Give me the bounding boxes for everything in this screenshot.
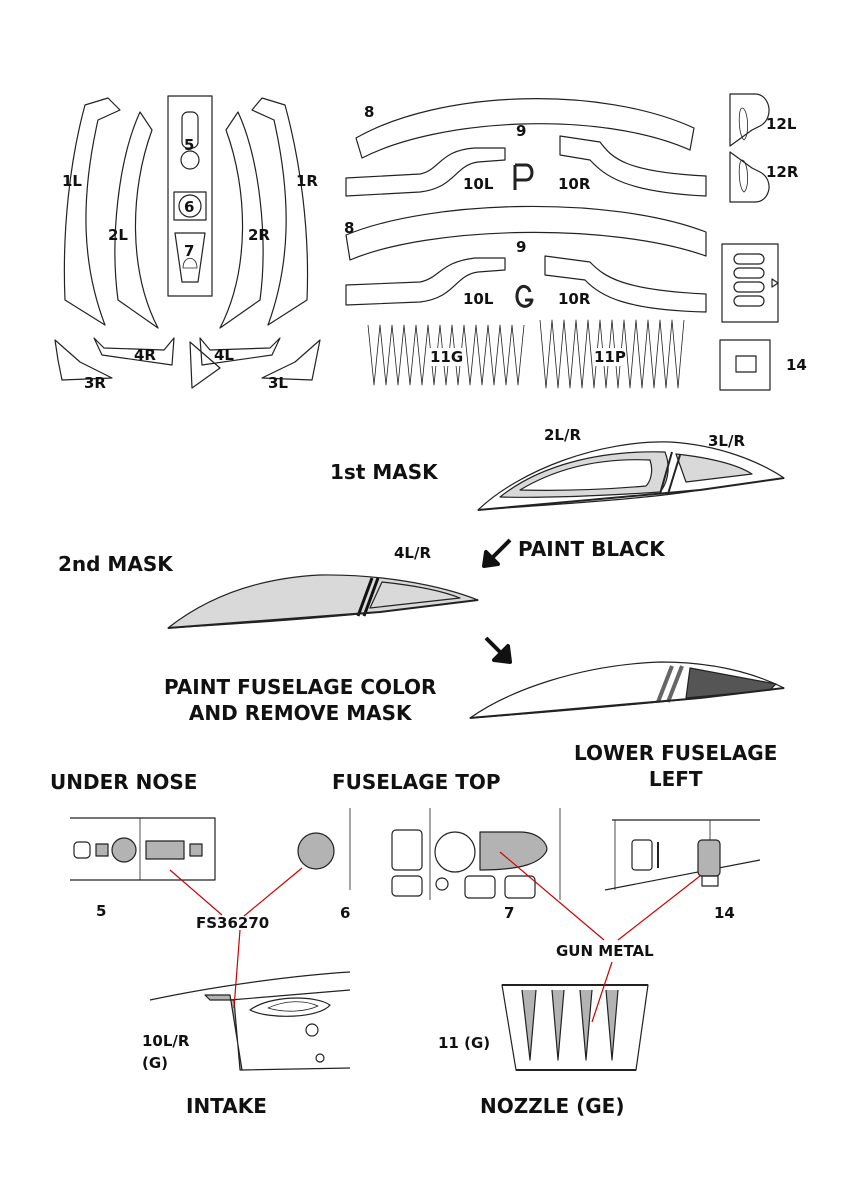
label-4R: 4R xyxy=(134,346,156,364)
label-9-upper: 9 xyxy=(516,122,527,140)
mask-part-10L-upper xyxy=(345,147,506,197)
mask-part-12L xyxy=(729,93,770,147)
mask-part-oval-panel xyxy=(721,243,779,323)
step-2nd-mask: 2nd MASK xyxy=(58,552,173,576)
canopy-1st-mask xyxy=(477,441,785,511)
arrow-paint-black xyxy=(482,538,512,568)
label-14: 14 xyxy=(786,356,807,374)
mask-part-center-strip xyxy=(167,95,213,297)
detail-num-5: 5 xyxy=(96,902,107,920)
canopy-final xyxy=(469,661,785,719)
callout-line-fs36270-a xyxy=(169,869,223,916)
title-intake: INTAKE xyxy=(186,1094,267,1118)
arrow-paint-fuselage xyxy=(484,636,512,664)
detail-num-10: 10L/R (G) xyxy=(142,1032,190,1072)
title-fuselage-top: FUSELAGE TOP xyxy=(332,770,501,794)
mask-part-1R xyxy=(251,97,309,326)
title-lower-fuselage-left: LOWER FUSELAGE LEFT xyxy=(574,741,778,791)
mask-part-2R xyxy=(219,111,264,329)
label-8-upper: 8 xyxy=(364,103,375,121)
intake-view xyxy=(149,971,351,1071)
mask-part-10R-lower xyxy=(544,255,707,313)
callout-line-gunmetal-b xyxy=(617,875,701,941)
mark-G xyxy=(515,284,534,308)
label-4LR: 4L/R xyxy=(394,544,432,562)
lower-fuselage-panel xyxy=(604,819,761,891)
mask-part-4L xyxy=(199,337,281,366)
label-6: 6 xyxy=(184,198,195,216)
callout-gun-metal: GUN METAL xyxy=(556,942,654,960)
under-nose-panel xyxy=(70,817,216,881)
label-12R: 12R xyxy=(766,163,799,181)
label-3L: 3L xyxy=(268,374,288,392)
label-1L: 1L xyxy=(62,172,82,190)
detail-num-14: 14 xyxy=(714,904,735,922)
label-3R: 3R xyxy=(84,374,106,392)
label-5: 5 xyxy=(184,136,195,154)
title-under-nose: UNDER NOSE xyxy=(50,770,198,794)
mask-part-8-upper xyxy=(355,98,695,159)
label-11G: 11G xyxy=(430,348,464,366)
mask-part-11P xyxy=(539,319,685,389)
mask-part-3L xyxy=(261,339,321,381)
callout-line-fs36270-b xyxy=(243,867,303,917)
label-10R-upper: 10R xyxy=(558,175,591,193)
title-nozzle: NOZZLE (GE) xyxy=(480,1094,625,1118)
part-6-disc xyxy=(297,832,335,870)
detail-num-7: 7 xyxy=(504,904,515,922)
canopy-2nd-mask xyxy=(167,574,479,629)
mask-part-12R xyxy=(729,151,770,203)
fuselage-top-panel xyxy=(391,808,561,900)
mask-part-3R xyxy=(54,339,113,381)
label-3LR: 3L/R xyxy=(708,432,746,450)
label-7: 7 xyxy=(184,242,195,260)
label-4L: 4L xyxy=(214,346,234,364)
label-2LR: 2L/R xyxy=(544,426,582,444)
mask-part-14 xyxy=(719,339,771,391)
step-1st-mask: 1st MASK xyxy=(330,460,438,484)
mark-P xyxy=(513,163,534,190)
label-10R-lower: 10R xyxy=(558,290,591,308)
mask-part-10R-upper xyxy=(559,135,707,197)
label-10L-upper: 10L xyxy=(463,175,494,193)
detail-num-11: 11 (G) xyxy=(438,1034,491,1052)
callout-line-gunmetal-a xyxy=(499,851,605,941)
callout-line-gunmetal-c xyxy=(591,961,613,1023)
mask-part-10L-lower xyxy=(345,257,506,306)
nozzle-view xyxy=(501,984,649,1071)
label-10L-lower: 10L xyxy=(463,290,494,308)
step-paint-black: PAINT BLACK xyxy=(518,537,665,561)
label-12L: 12L xyxy=(766,115,797,133)
callout-line-fs36270-c xyxy=(233,929,241,1009)
label-11P: 11P xyxy=(594,348,626,366)
callout-fs36270: FS36270 xyxy=(196,914,270,932)
mask-part-8-lower xyxy=(345,205,707,261)
mask-part-1L xyxy=(63,97,121,326)
detail-num-6: 6 xyxy=(340,904,351,922)
label-9-lower: 9 xyxy=(516,238,527,256)
mask-part-2L xyxy=(114,111,159,329)
label-8-lower: 8 xyxy=(344,219,355,237)
label-1R: 1R xyxy=(296,172,318,190)
mask-part-4R xyxy=(93,337,175,366)
label-2L: 2L xyxy=(108,226,128,244)
step-paint-fuselage: PAINT FUSELAGE COLOR AND REMOVE MASK xyxy=(164,675,437,725)
label-2R: 2R xyxy=(248,226,270,244)
mask-part-11G xyxy=(367,324,525,386)
